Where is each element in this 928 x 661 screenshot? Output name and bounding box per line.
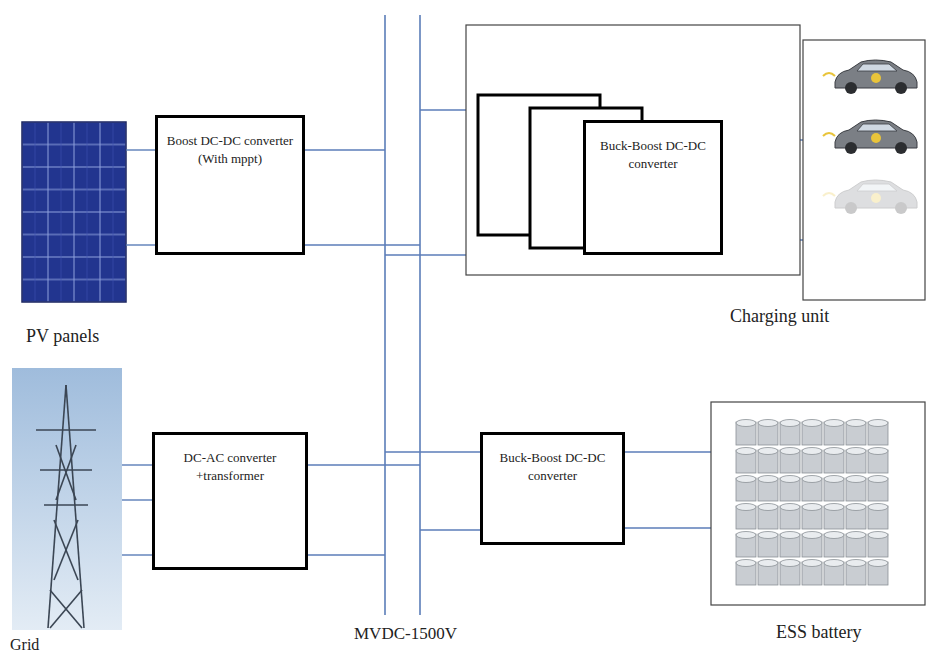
converter-label: Buck-Boost DC-DC converter	[594, 137, 712, 172]
converter-label: Buck-Boost DC-DC converter	[491, 449, 614, 484]
ev-cars-picture	[803, 40, 925, 300]
converter-box: Buck-Boost DC-DC converter	[480, 432, 625, 545]
converter-box: Buck-Boost DC-DC converter	[583, 120, 723, 255]
part-name: Charging unit	[728, 306, 831, 327]
part-name: ESS battery	[774, 622, 864, 643]
dc-bus	[385, 15, 420, 615]
ess-battery-picture	[711, 402, 925, 605]
grid-tower-picture	[12, 368, 122, 630]
pv-panel-picture	[22, 122, 126, 302]
part-name: Grid	[8, 636, 41, 654]
converter-box: DC-AC converter +transformer	[152, 432, 308, 570]
converter-label: DC-AC converter +transformer	[163, 449, 297, 484]
charging-frame	[466, 25, 800, 275]
part-name: PV panels	[24, 326, 101, 347]
converter-box: Boost DC-DC converter (With mppt)	[155, 115, 305, 255]
part-name: MVDC-1500V	[352, 624, 459, 644]
converter-label: Boost DC-DC converter (With mppt)	[166, 132, 294, 167]
